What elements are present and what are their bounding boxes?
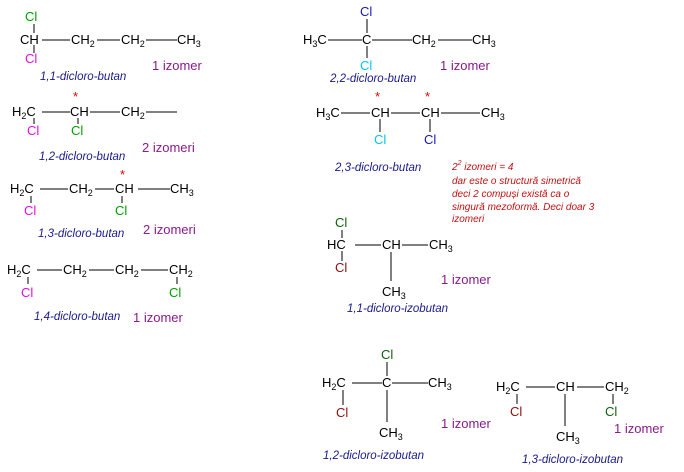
molecule-1-2-dicloro-izobutan: Cl H2C Cl C CH3 CH3 1,2-dicloro-izobutan… <box>322 347 492 462</box>
ch3-group-label: CH3 <box>177 32 201 49</box>
ch2-group-label: H2C <box>496 379 520 396</box>
chlorine-label: Cl <box>605 404 617 419</box>
ch2-group-label: H2C <box>12 104 36 121</box>
isomer-count: 1 izomer <box>614 421 665 436</box>
chlorine-label: Cl <box>24 203 36 218</box>
compound-name: 1,2-dicloro-izobutan <box>323 450 424 462</box>
isomer-count: 2 izomeri <box>142 140 195 155</box>
compound-name: 1,3-dicloro-izobutan <box>522 454 623 466</box>
ch2-group-label: CH2 <box>605 379 629 396</box>
compound-name: 1,3-dicloro-butan <box>38 228 124 240</box>
carbon-label: C <box>362 32 371 47</box>
ch-group-label: CH <box>371 105 390 120</box>
stereocenter-star: * <box>375 89 380 104</box>
ch3-group-label: CH3 <box>428 375 452 392</box>
chlorine-label: Cl <box>360 4 372 19</box>
isomer-note-line: singură mezoformă. Deci doar 3 <box>452 202 595 213</box>
ch2-group-label: CH2 <box>121 104 145 121</box>
chlorine-label: Cl <box>424 132 436 147</box>
isomer-note-line: dar este o structură simetrică <box>452 176 581 187</box>
isomer-count: 1 izomer <box>441 416 492 431</box>
chlorine-label: Cl <box>335 215 347 230</box>
isomer-count: 1 izomer <box>133 310 184 325</box>
chlorine-label: Cl <box>360 58 372 73</box>
ch3-group-label: CH3 <box>379 425 403 442</box>
chlorine-label: Cl <box>336 405 348 420</box>
ch3-group-label: CH3 <box>556 429 580 446</box>
carbon-label: C <box>382 375 391 390</box>
chlorine-label: Cl <box>169 285 181 300</box>
ch-group-label: CH <box>20 32 39 47</box>
molecule-2-2-dicloro-butan: Cl H3C C CH2 CH3 Cl 2,2-dicloro-butan 1 … <box>303 4 496 85</box>
ch3-group-label: CH3 <box>472 32 496 49</box>
chlorine-label: Cl <box>510 404 522 419</box>
ch2-group-label: CH2 <box>71 32 95 49</box>
chlorine-label: Cl <box>25 51 37 66</box>
compound-name: 2,3-dicloro-butan <box>334 162 421 174</box>
ch2-group-label: H2C <box>7 262 31 279</box>
chlorine-label: Cl <box>335 260 347 275</box>
isomer-count: 1 izomer <box>441 272 492 287</box>
ch-group-label: CH <box>70 104 89 119</box>
ch2-group-label: CH2 <box>115 262 139 279</box>
isomer-note-line: deci 2 compuși există ca o <box>452 189 570 200</box>
compound-name: 1,4-dicloro-butan <box>34 311 120 323</box>
molecule-1-1-dicloro-izobutan: Cl HC Cl CH CH3 CH3 1,1-dicloro-izobutan… <box>327 215 492 315</box>
molecule-2-3-dicloro-butan: * * H3C CH Cl CH Cl CH3 2,3-dicloro-buta… <box>316 89 595 225</box>
molecule-1-3-dicloro-butan: * H2C Cl CH2 CH Cl CH3 1,3-dicloro-butan… <box>10 167 196 240</box>
ch3-group-label: H3C <box>316 105 340 122</box>
ch3-group-label: CH3 <box>429 237 453 254</box>
isomer-note-formula: 22 izomeri = 4 <box>451 160 514 173</box>
ch2-group-label: H2C <box>10 181 34 198</box>
ch2-group-label: CH2 <box>69 181 93 198</box>
isomer-count: 2 izomeri <box>143 222 196 237</box>
isomer-count: 1 izomer <box>440 58 491 73</box>
isomer-note-line: izomeri <box>452 214 485 225</box>
chlorine-label: Cl <box>115 203 127 218</box>
ch-group-label: CH <box>556 379 575 394</box>
compound-name: 2,2-dicloro-butan <box>329 73 416 85</box>
stereocenter-star: * <box>120 167 125 182</box>
chlorine-label: Cl <box>374 132 386 147</box>
chlorine-label: Cl <box>71 123 83 138</box>
stereocenter-star: * <box>425 89 430 104</box>
compound-name: 1,1-dicloro-izobutan <box>347 303 448 315</box>
ch2-group-label: CH2 <box>412 32 436 49</box>
ch2-group-label: CH2 <box>121 32 145 49</box>
ch-group-label: CH <box>421 105 440 120</box>
ch-group-label: CH <box>115 181 134 196</box>
chlorine-label: Cl <box>25 9 37 24</box>
compound-name: 1,2-dicloro-butan <box>39 151 125 163</box>
compound-name: 1,1-dicloro-butan <box>40 71 126 83</box>
chlorine-label: Cl <box>27 123 39 138</box>
ch3-group-label: H3C <box>303 32 327 49</box>
ch-group-label: HC <box>327 237 346 252</box>
stereocenter-star: * <box>73 89 78 104</box>
ch2-group-label: CH2 <box>63 262 87 279</box>
ch-group-label: CH <box>382 237 401 252</box>
ch2-group-label: H2C <box>322 375 346 392</box>
molecule-1-3-dicloro-izobutan: H2C Cl CH CH2 Cl CH3 1,3-dicloro-izobuta… <box>496 379 665 466</box>
ch2-group-label: CH2 <box>169 262 193 279</box>
isomer-count: 1 izomer <box>152 58 203 73</box>
chlorine-label: Cl <box>381 347 393 362</box>
ch3-group-label: CH3 <box>481 105 505 122</box>
molecule-1-4-dicloro-butan: H2C Cl CH2 CH2 CH2 Cl 1,4-dicloro-butan … <box>7 262 193 325</box>
ch3-group-label: CH3 <box>382 284 406 301</box>
ch3-group-label: CH3 <box>170 181 194 198</box>
molecule-1-2-dicloro-butan: * H2C Cl CH Cl CH2 1,2-dicloro-butan 2 i… <box>12 89 195 163</box>
chlorine-label: Cl <box>21 285 33 300</box>
molecule-1-1-dicloro-butan: Cl CH Cl CH2 CH2 CH3 1,1-dicloro-butan 1… <box>20 9 203 83</box>
